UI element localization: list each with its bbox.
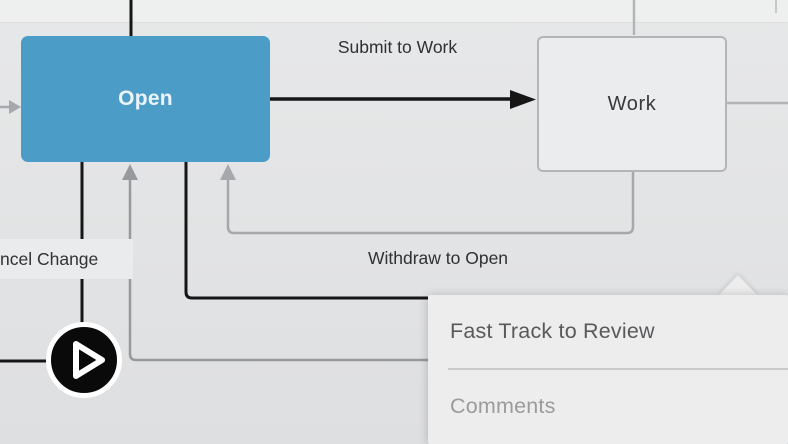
node-open-label: Open [118, 87, 173, 110]
connector-return-into-open [128, 179, 430, 362]
menu-divider [448, 368, 788, 370]
withdraw-arrowhead-icon [220, 164, 236, 180]
menu-item-fast-track-to-review[interactable]: Fast Track to Review [450, 319, 655, 343]
connector-withdraw-to-open [226, 172, 635, 235]
connector-fast-track [184, 162, 430, 300]
submit-arrowhead-icon [510, 90, 536, 109]
node-work[interactable]: Work [537, 36, 727, 172]
node-work-label: Work [607, 92, 657, 115]
transition-label-cancel-change: ncel Change [0, 239, 133, 279]
play-icon [73, 341, 105, 379]
transition-context-menu: Fast Track to Review Comments [428, 295, 788, 444]
menu-caret-icon [718, 275, 758, 296]
transition-label-text: ncel Change [0, 248, 99, 269]
top-panel-edge [0, 0, 788, 23]
node-open[interactable]: Open [21, 36, 270, 162]
transition-label-withdraw-to-open: Withdraw to Open [367, 248, 509, 268]
menu-item-comments[interactable]: Comments [450, 393, 556, 418]
play-button[interactable] [46, 322, 122, 398]
return-arrowhead-icon [122, 164, 138, 180]
left-into-open-arrowhead-icon [9, 100, 21, 114]
transition-label-submit-to-work: Submit to Work [337, 37, 458, 57]
